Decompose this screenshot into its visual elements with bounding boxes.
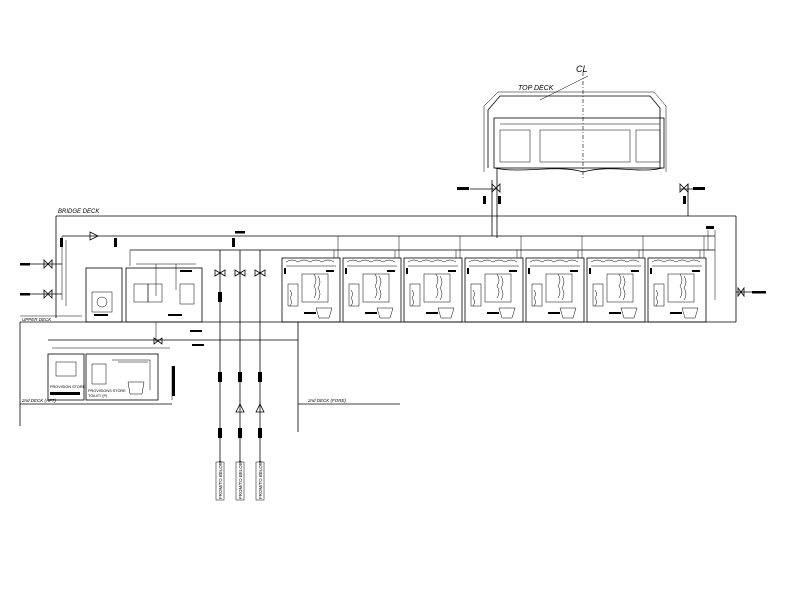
cabin-toilet-module <box>586 236 646 323</box>
check-valve-icon <box>235 403 245 413</box>
lower-deck-piping <box>19 322 299 432</box>
top-deck-label: TOP DECK <box>518 85 554 92</box>
upper-deck-level: UPPER DECK <box>20 315 736 323</box>
gate-valve-icon <box>737 286 745 298</box>
shower-icon <box>653 283 665 307</box>
galley-room: PROVISION STORE <box>47 353 86 401</box>
top-deck-house: CL TOP DECK <box>483 64 667 178</box>
check-valve-icon <box>89 231 99 241</box>
shower-icon <box>348 283 360 307</box>
gate-valve-icon <box>679 183 689 193</box>
laundry-room <box>85 267 123 323</box>
second-deck-levels: 2nd DECK (AFT) 2nd DECK (FORE) <box>20 398 400 405</box>
cabin-toilet-module <box>647 236 707 323</box>
wc-icon <box>437 307 455 319</box>
cabin-toilet-module <box>403 236 463 323</box>
top-deck-drops <box>457 168 705 238</box>
washbasin-icon <box>545 273 573 303</box>
cabin-toilet-module <box>342 236 402 323</box>
washbasin-icon <box>362 273 390 303</box>
galley-label: PROVISION STORE <box>50 385 86 389</box>
check-valve-icon <box>255 403 265 413</box>
wc-icon <box>376 307 394 319</box>
shower-icon <box>470 283 482 307</box>
gate-valve-icon <box>491 183 501 193</box>
gate-valve-icon <box>153 337 163 345</box>
riser-label: FROM/TO BELOW <box>218 460 223 499</box>
gate-valve-icon <box>43 289 53 299</box>
wc-icon <box>315 307 333 319</box>
wc-icon <box>620 307 638 319</box>
risers: FROM/TO BELOW FROM/TO BELOW FROM/TO BELO… <box>214 250 266 501</box>
washbasin-icon <box>301 273 329 303</box>
cabin-toilet-module <box>464 236 524 323</box>
provisions-store-label: PROVISIONS STORE <box>88 389 126 393</box>
washbasin-icon <box>484 273 512 303</box>
bridge-deck-level: BRIDGE DECK <box>55 209 737 322</box>
shower-icon <box>531 283 543 307</box>
cabin-toilet-module <box>525 236 585 323</box>
shower-icon <box>287 283 299 307</box>
wc-icon <box>498 307 516 319</box>
gate-valve-icon <box>43 259 53 269</box>
washbasin-icon <box>423 273 451 303</box>
pantry-room <box>125 263 203 323</box>
gate-valve-icon <box>234 269 246 277</box>
left-valves <box>43 183 745 299</box>
riser-label: FROM/TO BELOW <box>258 460 263 499</box>
second-deck-aft-label: 2nd DECK (AFT) <box>21 398 57 403</box>
upper-deck-label: UPPER DECK <box>22 317 52 322</box>
washbasin-icon <box>667 273 695 303</box>
bridge-deck-label: BRIDGE DECK <box>58 209 100 215</box>
cabin-toilet-module <box>281 236 341 323</box>
wc-icon <box>681 307 699 319</box>
cabin-toilets <box>281 236 707 323</box>
provisions-toilet-room: PROVISIONS STORE TOILET (P) <box>85 353 159 401</box>
toilet-label: TOILET (P) <box>88 394 108 398</box>
wc-icon <box>127 381 145 395</box>
centerline-label: CL <box>576 64 588 74</box>
gate-valve-icon <box>254 269 266 277</box>
shower-icon <box>409 283 421 307</box>
second-deck-fore-label: 2nd DECK (FORE) <box>307 398 347 403</box>
gate-valve-icon <box>214 269 226 277</box>
riser-label: FROM/TO BELOW <box>238 460 243 499</box>
washing-machine-icon <box>96 296 108 308</box>
wc-icon <box>559 307 577 319</box>
shower-icon <box>592 283 604 307</box>
washbasin-icon <box>606 273 634 303</box>
